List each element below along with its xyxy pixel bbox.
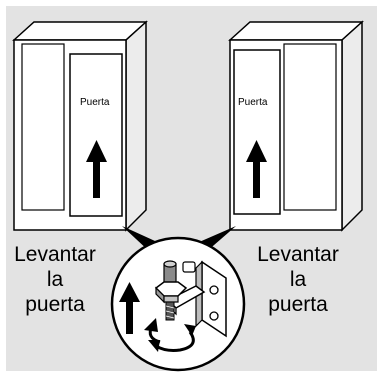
right-cabinet-top [228,21,364,41]
right-instruction-line-3: puerta [268,293,328,316]
right-instruction-text: Levantar la puerta [248,242,348,317]
door-hinge-icon [154,260,227,338]
up-arrow-icon [246,140,267,198]
left-cabinet-side [125,20,147,232]
left-cabinet-panel [21,43,65,211]
left-instruction-line-3: puerta [25,293,85,316]
right-cabinet-door [233,49,281,215]
left-instruction-line-2: la [46,268,64,291]
detail-magnifier [110,236,246,372]
right-cabinet-panel [283,43,337,211]
right-instruction-line-1: Levantar [257,243,339,266]
left-instruction-text: Levantar la puerta [5,242,105,317]
left-cabinet [12,20,148,232]
up-arrow-icon [86,140,107,198]
right-instruction-line-2: la [289,268,307,291]
left-instruction-line-1: Levantar [14,243,96,266]
right-cabinet-side [341,20,363,232]
up-arrow-icon [119,282,140,334]
right-cabinet [228,20,364,232]
rotate-arrows-icon [144,318,196,352]
right-door-label: Puerta [238,97,268,108]
left-door-label: Puerta [80,97,110,108]
left-cabinet-top [12,21,148,41]
